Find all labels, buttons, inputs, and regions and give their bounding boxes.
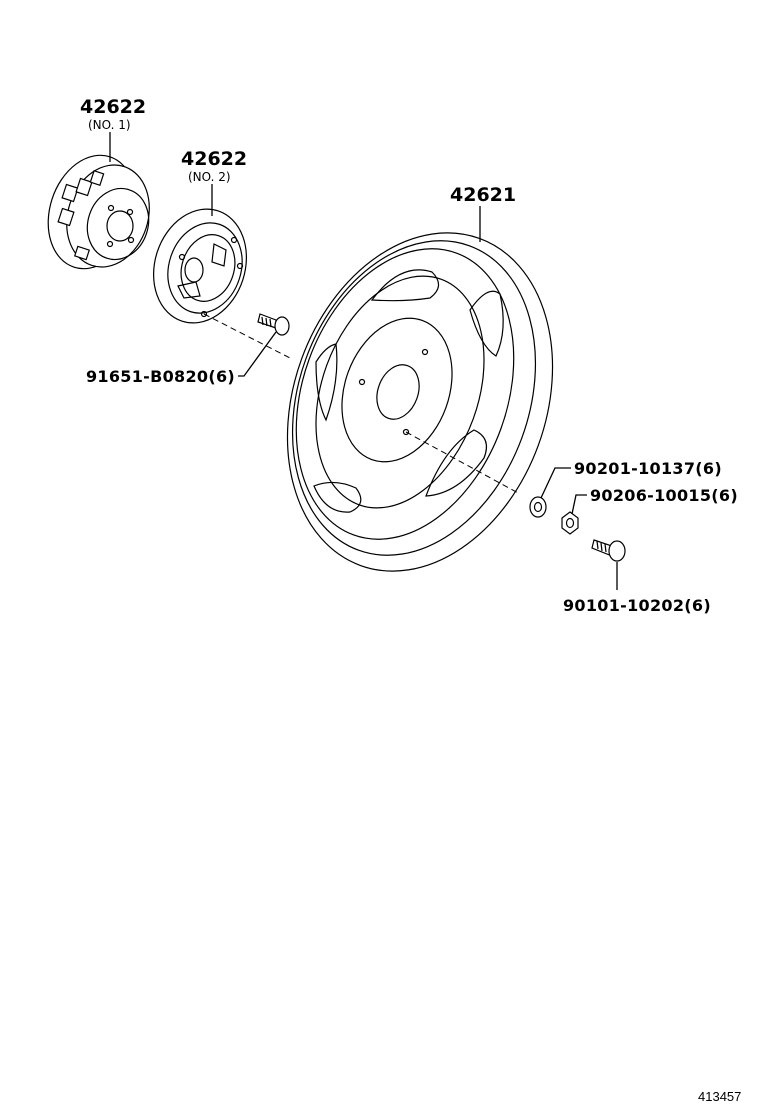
- label-cap-no2-sub: (NO. 2): [188, 170, 231, 184]
- leader-screw: [238, 331, 277, 377]
- steel-wheel[interactable]: [242, 195, 598, 608]
- label-nut-number: 90206-10015(6): [590, 486, 738, 505]
- label-cap-no2-number: 42622: [181, 148, 247, 170]
- assembly-line-screw: [203, 313, 291, 359]
- label-bolt-number: 90101-10202(6): [563, 596, 711, 615]
- label-cap-no1-sub: (NO. 1): [88, 118, 131, 132]
- label-washer-number: 90201-10137(6): [574, 459, 722, 478]
- washer[interactable]: [529, 496, 547, 518]
- wheel-cap-no1[interactable]: [34, 144, 162, 280]
- label-wheel-number: 42621: [450, 184, 516, 206]
- diagram-id: 413457: [698, 1089, 741, 1104]
- wheel-cap-no2[interactable]: [139, 197, 260, 335]
- assembly-line-bolt: [405, 431, 521, 495]
- leader-nut: [571, 494, 587, 515]
- label-screw-number: 91651-B0820(6): [86, 367, 235, 386]
- screw[interactable]: [257, 313, 290, 336]
- nut[interactable]: [561, 511, 579, 535]
- bolt[interactable]: [591, 539, 626, 562]
- leader-washer: [540, 467, 571, 499]
- label-cap-no1-number: 42622: [80, 96, 146, 118]
